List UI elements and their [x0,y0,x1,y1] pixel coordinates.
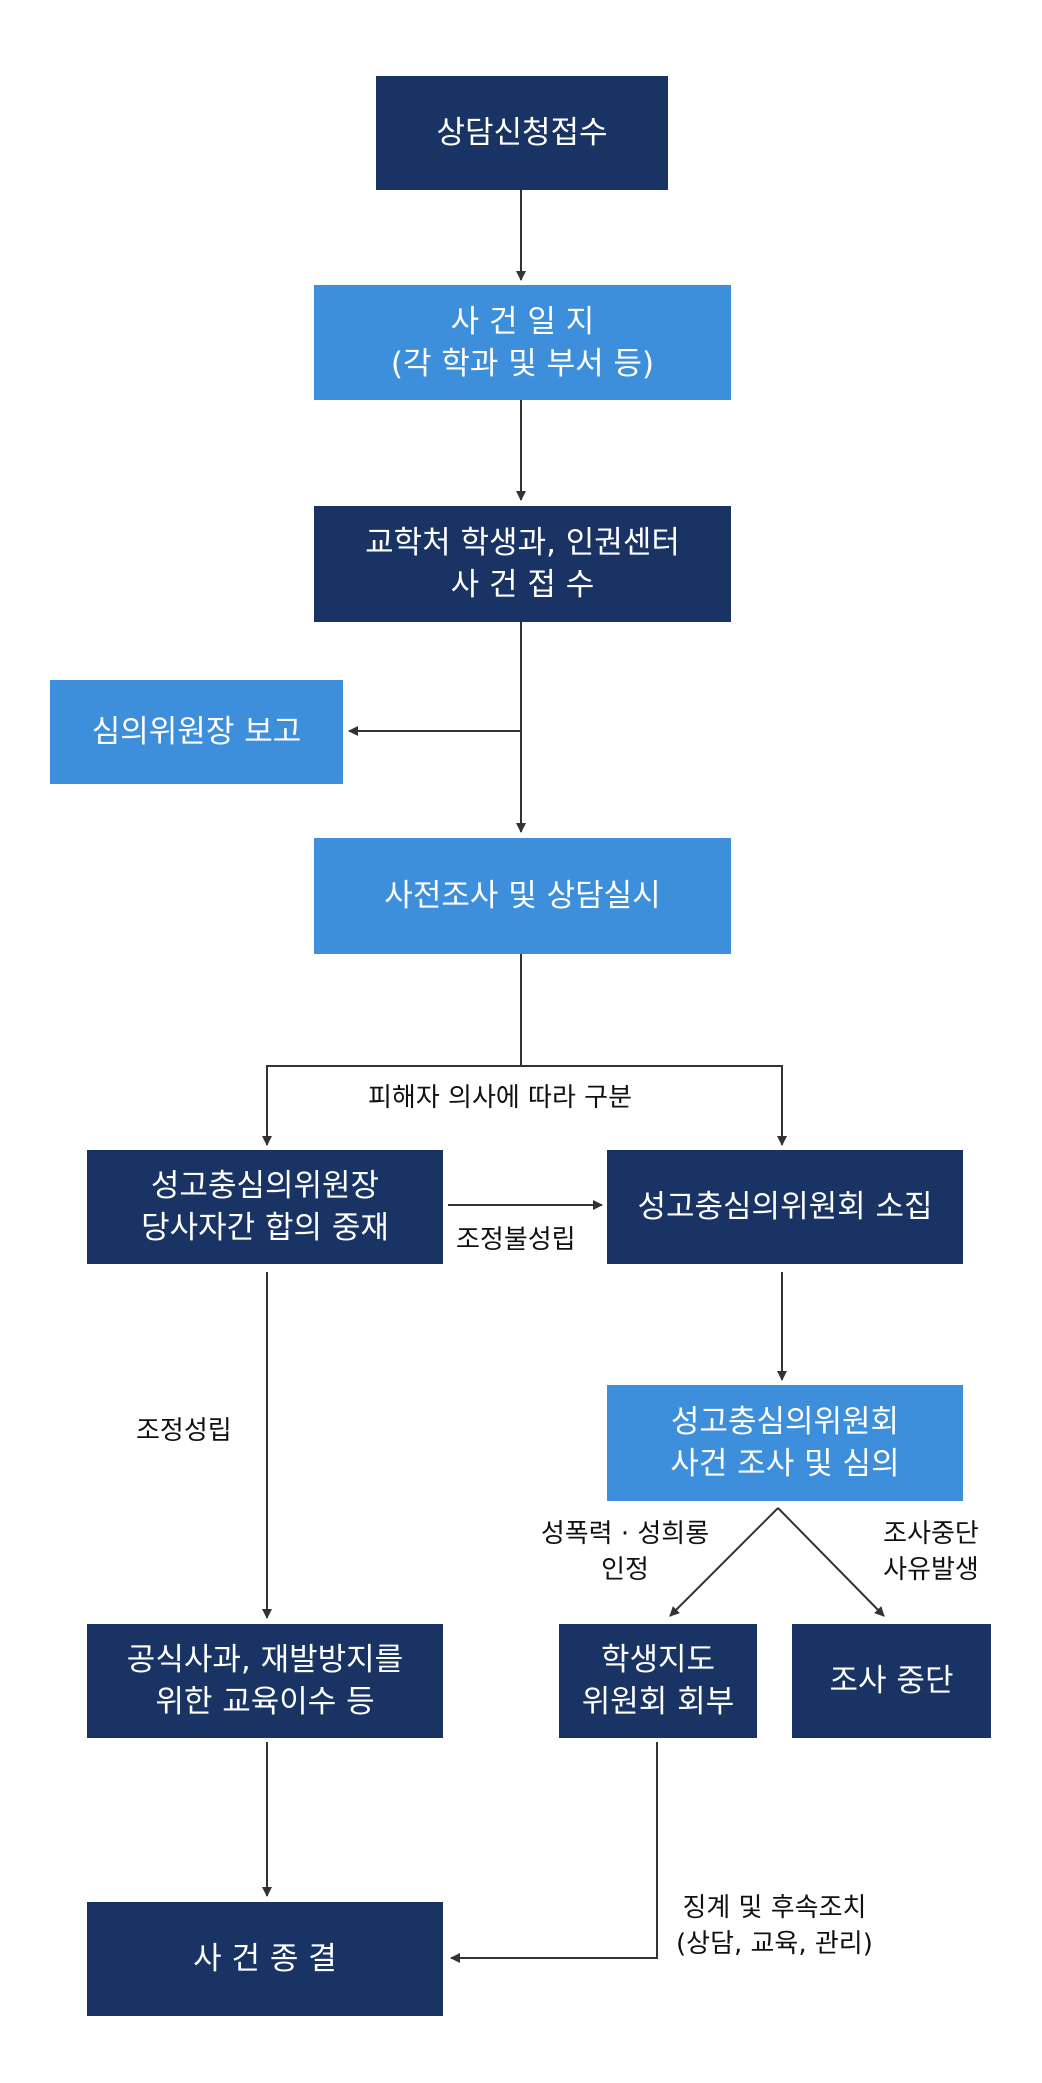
node-closure: 사 건 종 결 [87,1902,443,2016]
node-student-committee-line2: 위원회 회부 [581,1684,735,1720]
node-halt: 조사 중단 [792,1624,991,1738]
node-halt-text: 조사 중단 [829,1663,954,1699]
node-incident-log-line1: 사 건 일 지 [450,303,595,340]
arrow-review-to-halt [777,1507,885,1617]
arrow-split-right [521,1065,787,1146]
arrow-split-left [262,954,522,1146]
node-committee-review-line1: 성고충심의위원회 [670,1404,900,1440]
node-mediation-line1: 성고충심의위원장 [150,1168,380,1204]
node-report-text: 심의위원장 보고 [91,714,302,750]
node-student-committee: 학생지도 위원회 회부 [559,1624,757,1738]
node-receipt-line1: 교학처 학생과, 인권센터 [365,525,680,561]
node-apology-line1: 공식사과, 재발방지를 [126,1642,404,1678]
node-receipt-line2: 사 건 접 수 [450,567,595,603]
node-intake: 상담신청접수 [376,76,668,190]
node-pre-investigation: 사전조사 및 상담실시 [314,838,731,954]
node-committee-convene: 성고충심의위원회 소집 [607,1150,963,1264]
node-pre-investigation-text: 사전조사 및 상담실시 [384,878,661,914]
label-followup: 징계 및 후속조치 (상담, 교육, 관리) [676,1893,873,1959]
node-mediation-line2: 당사자간 합의 중재 [141,1210,389,1246]
node-committee-convene-text: 성고충심의위원회 소집 [637,1189,933,1225]
arrow-student-committee-to-closure [450,1742,658,1963]
node-committee-review: 성고충심의위원회 사건 조사 및 심의 [607,1385,963,1501]
arrow-review-to-student-committee [669,1507,779,1617]
label-mediation-success: 조정성립 [136,1416,232,1446]
node-receipt: 교학처 학생과, 인권센터 사 건 접 수 [314,506,731,622]
label-split: 피해자 의사에 따라 구분 [368,1083,632,1113]
node-mediation: 성고충심의위원장 당사자간 합의 중재 [87,1150,443,1264]
node-report: 심의위원장 보고 [50,680,343,784]
node-student-committee-line1: 학생지도 [600,1642,716,1678]
node-intake-text: 상담신청접수 [436,115,608,151]
node-incident-log: 사 건 일 지 (각 학과 및 부서 등) [314,285,731,400]
label-halt-reason: 조사중단 사유발생 [883,1519,979,1585]
node-committee-review-line2: 사건 조사 및 심의 [670,1446,900,1482]
node-closure-text: 사 건 종 결 [193,1941,337,1977]
label-mediation-failed: 조정불성립 [456,1225,576,1255]
node-apology-line2: 위한 교육이수 등 [155,1684,375,1720]
label-recognized: 성폭력 · 성희롱 인정 [540,1519,710,1585]
node-apology: 공식사과, 재발방지를 위한 교육이수 등 [87,1624,443,1738]
node-incident-log-line2: (각 학과 및 부서 등) [390,345,655,382]
